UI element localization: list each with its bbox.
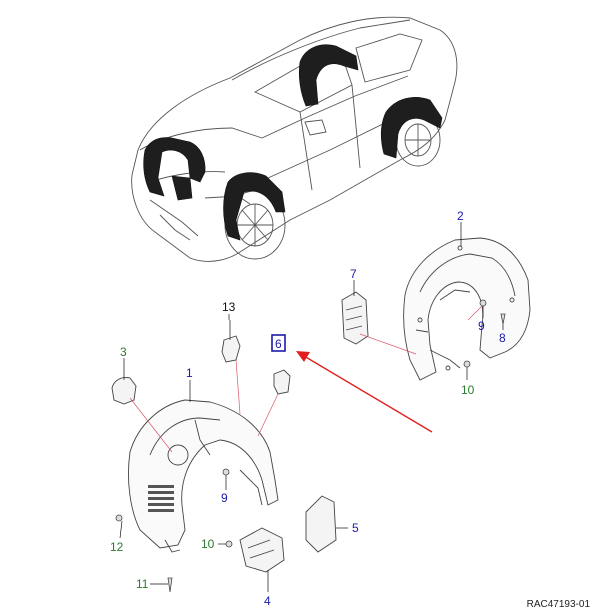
callout-1: 1 [186, 366, 193, 380]
callout-labels: 2 7 9 8 10 13 6 3 1 9 5 12 10 4 11 [110, 209, 506, 608]
callout-9a: 9 [478, 319, 485, 333]
reference-code: RAC47193-01 [526, 599, 590, 610]
front-right-liner-highlight [223, 172, 286, 241]
fastener-12 [115, 514, 123, 522]
callout-13: 13 [222, 300, 236, 314]
callout-10a: 10 [461, 383, 475, 397]
callout-5: 5 [352, 521, 359, 535]
part-13-bracket [221, 320, 241, 363]
part-front-liner [128, 399, 279, 553]
rear-right-liner-highlight [380, 97, 443, 159]
fastener-9a [479, 299, 487, 307]
leader-lines [119, 222, 504, 592]
front-left-liner-highlight [143, 137, 206, 197]
pink-leader-lines [129, 305, 483, 453]
callout-7: 7 [350, 267, 357, 281]
callout-3: 3 [120, 345, 127, 359]
callout-8: 8 [499, 331, 506, 345]
liner-vent-grille [148, 485, 174, 512]
part-3-cap [111, 377, 137, 405]
callout-6-highlight-box [271, 334, 286, 352]
fastener-10b [225, 540, 233, 548]
fastener-9b [222, 468, 230, 476]
callout-12: 12 [110, 540, 124, 554]
part-6-clip [273, 369, 291, 395]
vehicle-illustration [131, 16, 458, 262]
rear-left-liner-highlight [298, 44, 359, 107]
callout-10b: 10 [201, 537, 215, 551]
fastener-8 [500, 313, 506, 325]
callout-11: 11 [136, 577, 149, 591]
fastener-11 [167, 577, 173, 593]
part-rear-liner [403, 237, 531, 381]
vehicle-highlighted-liners [143, 44, 443, 241]
callout-2: 2 [457, 209, 464, 223]
fastener-10a [463, 360, 471, 368]
part-5-plate [305, 495, 337, 553]
part-4-bracket [239, 527, 285, 573]
callout-4: 4 [264, 594, 271, 608]
liner-grommet [167, 444, 189, 466]
callout-6: 6 [275, 337, 282, 351]
callout-9b: 9 [221, 491, 228, 505]
part-7-shield [341, 291, 369, 345]
front-splash-highlight [171, 175, 193, 201]
pointer-arrow [296, 351, 433, 433]
